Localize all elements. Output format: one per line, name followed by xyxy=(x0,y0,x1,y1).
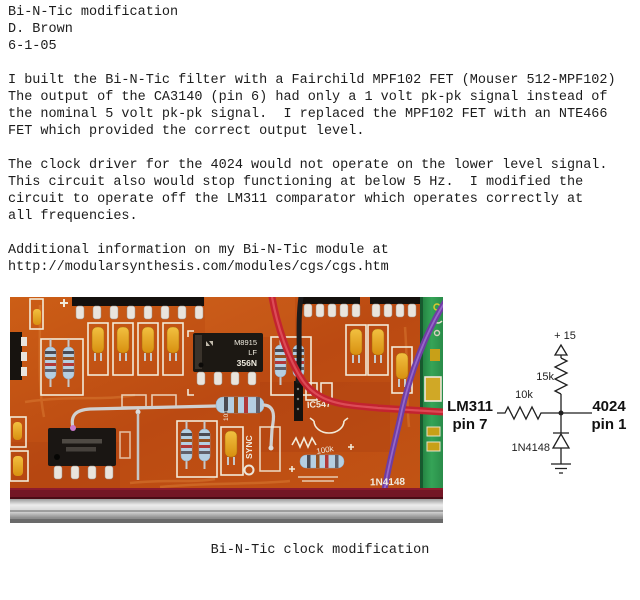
diode-cathode-bar xyxy=(553,413,569,434)
doc-header: Bi-N-Tic modification D. Brown 6-1-05 xyxy=(8,5,179,54)
ic-lm311 xyxy=(48,428,131,480)
left-edge-ic xyxy=(10,332,27,380)
resistor-horizontal xyxy=(299,454,345,469)
pcb-photo: M8915 LF 356N xyxy=(10,297,443,523)
dest-pin-label: pin 1 xyxy=(591,416,626,433)
clock-mod-schematic: + 15 15k 10k LM311 pin 7 4024 pin 1 1N41… xyxy=(440,318,640,483)
schematic-drawing: + 15 15k 10k LM311 pin 7 4024 pin 1 1N41… xyxy=(447,330,627,474)
sync-pad xyxy=(243,464,255,476)
resistor-pair-bottom xyxy=(176,420,244,478)
module-front-rail xyxy=(10,488,443,523)
solder-pad xyxy=(70,425,76,431)
ic-lf356n: M8915 LF 356N xyxy=(187,330,263,396)
resistor-pair-mid xyxy=(270,336,312,396)
mod-jumper-wire: 101 xyxy=(70,396,276,451)
ground-symbol xyxy=(551,463,571,474)
power-rail-label: + 15 xyxy=(554,330,576,342)
pin-header-strip xyxy=(294,381,303,421)
top-left-parts xyxy=(29,298,68,330)
board-shade xyxy=(260,382,390,452)
capacitors-left-bottom xyxy=(10,416,29,482)
doc-paragraph-3: Additional information on my Bi-N-Tic mo… xyxy=(8,243,389,275)
source-device-label: LM311 xyxy=(447,398,493,415)
resistor-pair-left xyxy=(40,338,84,396)
top-ic-row xyxy=(72,297,420,320)
pcb-photo-art: M8915 LF 356N xyxy=(10,297,443,523)
source-pin-label: pin 7 xyxy=(452,416,487,433)
clamp-diode-label: 1N4148 xyxy=(511,442,550,454)
pullup-resistor-label: 15k xyxy=(536,371,554,383)
bottom-right-parts: 100k xyxy=(289,436,354,482)
document-text: Bi-N-Tic modification D. Brown 6-1-05 I … xyxy=(8,4,616,276)
doc-paragraph-2: The clock driver for the 4024 would not … xyxy=(8,158,608,224)
series-resistor-label: 10k xyxy=(515,389,533,401)
silkscreen-100k: 100k xyxy=(316,444,336,456)
transistor-silkscreen: IC547 xyxy=(294,381,349,434)
silkscreen-101: 101 xyxy=(223,410,230,421)
chip-logo xyxy=(206,341,213,346)
ic-opamp-datecode: M8915 xyxy=(234,338,257,347)
silkscreen-1n4148: 1N4148 xyxy=(370,477,406,489)
doc-paragraph-1: I built the Bi-N-Tic filter with a Fairc… xyxy=(8,73,616,139)
silkscreen-sync: SYNC xyxy=(244,435,254,459)
purple-wire xyxy=(381,299,443,497)
power-arrow-symbol xyxy=(553,343,569,356)
capacitor-row xyxy=(87,322,184,376)
red-wire xyxy=(268,297,443,416)
ic-opamp-prefix: LF xyxy=(248,348,257,357)
sync-silkscreen: SYNC xyxy=(243,426,281,476)
series-resistor-symbol xyxy=(497,405,592,421)
pullup-resistor-symbol xyxy=(553,357,569,395)
ic-opamp-part: 356N xyxy=(237,358,257,368)
dest-device-label: 4024 xyxy=(592,398,626,415)
silkscreen-ic547: IC547 xyxy=(307,399,332,410)
photo-caption: Bi-N-Tic clock modification xyxy=(210,543,430,558)
silver-lead-wire xyxy=(135,409,141,480)
clamp-diode-symbol xyxy=(551,432,571,449)
